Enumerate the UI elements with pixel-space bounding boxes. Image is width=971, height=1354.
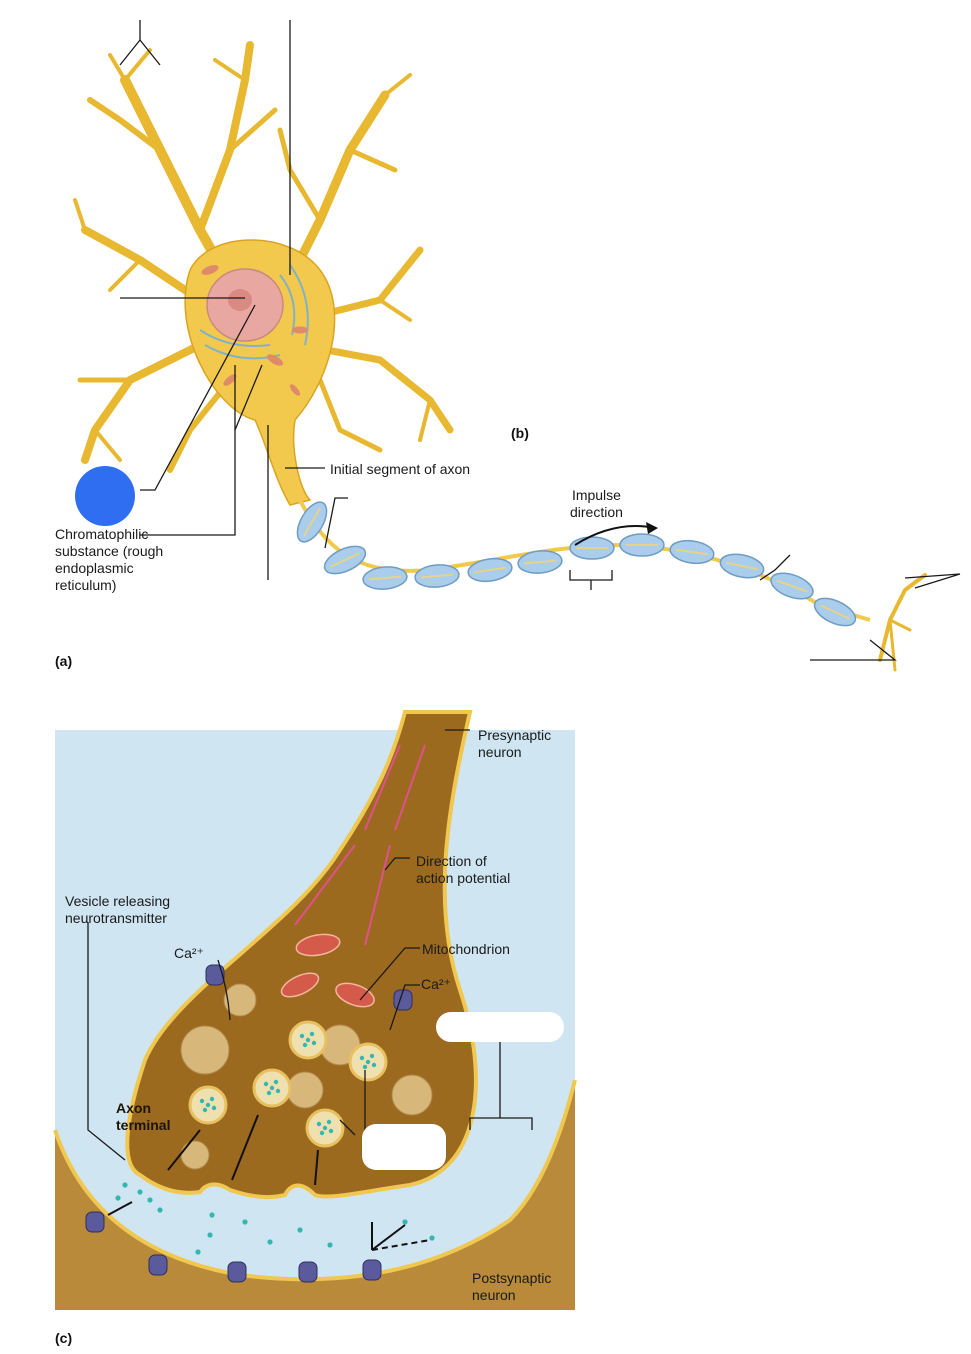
highlight-marker [75,466,135,526]
neurotransmitter-vesicle [305,1108,345,1148]
label-vesicle-releasing: Vesicle releasing neurotransmitter [65,893,171,926]
myelin-segment [770,572,814,600]
synaptic-vesicles [180,983,433,1170]
neurotransmitter-dot [429,1235,435,1241]
storage-vesicle [286,1071,324,1109]
storage-vesicle [223,983,257,1017]
myelin-segment [296,501,328,543]
blank-label-cover [436,1012,564,1042]
myelin-segment [669,539,715,565]
receptor-channel [362,1259,382,1281]
label-chromatophilic-substance: Chromatophilic substance (rough endoplas… [55,526,164,593]
neurotransmitter-dot [209,1212,215,1218]
myelin-segment [517,550,563,574]
panel-a-label: (a) [55,653,73,669]
panel-c-label: (c) [55,1330,73,1346]
leader-lines-a [119,20,961,661]
myelin-segment [467,557,513,583]
terminal-mitochondria [280,933,375,1008]
label-ca-right: Ca²⁺ [421,976,451,992]
myelin-segment [414,564,460,588]
receptors [85,964,413,1283]
label-postsynaptic-neuron: Postsynaptic neuron [472,1270,552,1303]
label-presynaptic-neuron: Presynaptic neuron [478,727,552,760]
neurotransmitter-dot [267,1239,273,1245]
storage-vesicle [180,1140,210,1170]
neurotransmitter-dot [137,1189,143,1195]
neurotransmitter-dot [242,1219,248,1225]
neurotransmitter-dot [115,1195,121,1201]
myelin-sheath [296,501,857,627]
neurotransmitter-dot [327,1242,333,1248]
receptor-channel [148,1254,168,1276]
myelin-segment [813,597,857,627]
myelin-segment [362,566,408,590]
leader-lines-c [87,729,533,1161]
label-direction-action-potential: Direction of action potential [416,853,511,886]
neurotransmitter-dot [157,1207,163,1213]
neurotransmitter-vesicle [348,1042,388,1082]
myelin-segment [719,553,765,579]
release-arrows [107,1114,431,1251]
neurotransmitter-dot [195,1249,201,1255]
postsynaptic-body [55,1080,575,1310]
storage-vesicle [391,1074,433,1116]
storage-vesicle [180,1025,230,1075]
neurotransmitter-vesicle [188,1085,228,1125]
myelin-segment [323,545,367,575]
label-ca-left: Ca²⁺ [174,945,204,961]
panel-b-label: (b) [511,425,529,441]
label-impulse-direction: Impulse direction [570,487,623,520]
blank-label-cover [362,1124,446,1170]
label-mitochondrion: Mitochondrion [422,941,510,957]
neurotransmitter-dot [147,1197,153,1203]
receptor-channel [85,1211,105,1233]
neurotransmitter-dot [207,1232,213,1238]
label-axon-terminal: Axon terminal [116,1100,171,1133]
label-initial-segment: Initial segment of axon [330,461,471,477]
neurotransmitter-dot [402,1219,408,1225]
myelin-segment [619,533,665,557]
neurotransmitter-vesicle [288,1020,328,1060]
neurotransmitter-dot [297,1227,303,1233]
receptor-channel [205,964,225,986]
action-potential-arrows [294,744,426,946]
receptor-channel [298,1261,318,1283]
myelin-segment [569,536,615,560]
neurotransmitter-dot [122,1182,128,1188]
receptor-channel [227,1261,247,1283]
neurotransmitter-molecules [115,1182,435,1255]
neurotransmitter-vesicle [252,1068,292,1108]
mitochondria [201,265,308,396]
